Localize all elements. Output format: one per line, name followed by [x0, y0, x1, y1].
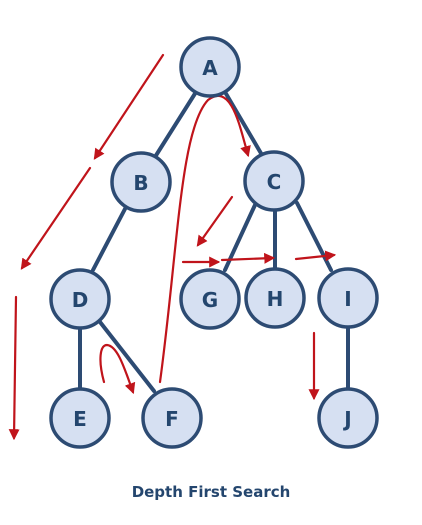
- diagram-caption: Depth First Search: [131, 483, 291, 501]
- node-i: I: [317, 267, 379, 329]
- node-label: G: [202, 288, 218, 312]
- tree-edges: [78, 90, 350, 393]
- node-label: F: [165, 407, 179, 431]
- tree-nodes: A B C D G H I E: [49, 36, 379, 449]
- traversal-arrow: [8, 295, 20, 441]
- node-e: E: [49, 387, 111, 449]
- node-c: C: [243, 150, 305, 212]
- node-j: J: [317, 387, 379, 449]
- node-d: D: [49, 268, 111, 330]
- node-label: I: [344, 287, 351, 311]
- node-g: G: [179, 268, 241, 330]
- node-label: H: [267, 287, 284, 311]
- edge-a-c: [223, 90, 264, 157]
- traversal-arrow: [158, 94, 251, 384]
- traversal-arrow: [294, 250, 337, 262]
- node-label: J: [342, 407, 351, 431]
- node-label: D: [72, 288, 89, 312]
- traversal-arrows: [8, 53, 337, 441]
- edge-d-f: [98, 320, 156, 393]
- traversal-arrow: [220, 252, 276, 264]
- node-label: A: [202, 56, 218, 80]
- node-a: A: [179, 36, 241, 98]
- node-b: B: [110, 151, 172, 213]
- edge-a-b: [153, 90, 198, 159]
- node-h: H: [244, 267, 306, 329]
- node-label: B: [133, 171, 148, 195]
- node-label: E: [73, 407, 87, 431]
- node-label: C: [267, 170, 282, 194]
- node-f: F: [141, 387, 203, 449]
- traversal-arrow: [20, 166, 92, 270]
- traversal-arrow: [196, 195, 234, 247]
- edge-b-d: [91, 205, 128, 272]
- traversal-arrow: [99, 343, 136, 395]
- edge-c-i: [295, 201, 333, 272]
- traversal-arrow: [93, 53, 165, 160]
